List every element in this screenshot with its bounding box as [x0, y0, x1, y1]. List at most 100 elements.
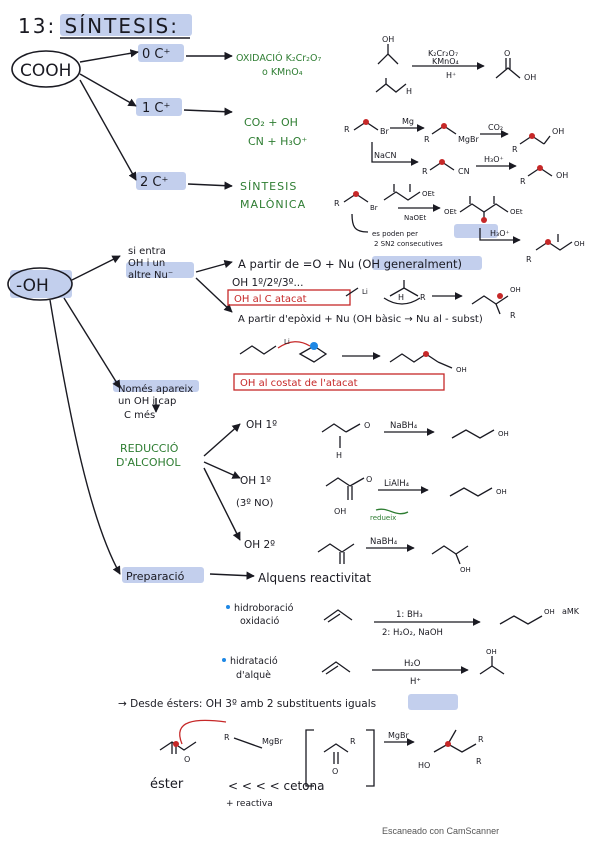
product-r2: R — [476, 757, 482, 766]
reduction-product-oh1: OH — [498, 430, 509, 438]
carbonyl-r2: R — [510, 311, 516, 320]
ester-structures — [159, 719, 477, 787]
side-box — [233, 373, 445, 391]
malonic-h3o: H₃O⁺ — [490, 229, 510, 238]
oxidation-line1: OXIDACIÓ K₂Cr₂O₇ — [236, 52, 321, 64]
grignard-mgbr: MgBr — [458, 135, 479, 144]
malonic-oet3: OEt — [510, 208, 523, 216]
hydration-structures — [321, 656, 505, 675]
oh1-label: OH 1º — [246, 419, 277, 431]
product-ho: HO — [418, 761, 430, 770]
ester-r1: R — [224, 733, 230, 742]
oh2-label: OH 2º — [244, 539, 275, 551]
oxidation-line2: o KMnO₄ — [262, 67, 303, 78]
carbonyl-r1: R — [420, 293, 426, 302]
cooh-label: COOH — [20, 61, 71, 81]
branch-two-c: 2 C⁺ — [140, 175, 168, 190]
hydration-reagent1: H₂O — [404, 659, 421, 669]
oxidation-product-o: O — [504, 49, 510, 58]
hydroboration-product: OH — [544, 608, 555, 616]
reduction-o2: O — [366, 475, 372, 484]
oh-ellipse — [7, 267, 73, 301]
malonic-br: Br — [370, 204, 378, 212]
reduction-o1: O — [364, 421, 370, 430]
malonic-product-r: R — [526, 255, 532, 264]
hydration-line1: hidratació — [230, 656, 278, 667]
malonic-line1: SÍNTESIS — [240, 180, 297, 193]
cooh-branches — [79, 49, 233, 190]
oxidation-product-oh: OH — [524, 73, 536, 82]
hydration-product: OH — [486, 648, 497, 656]
malonic-naoet: NaOEt — [404, 214, 426, 222]
hydroboration-line2: oxidació — [240, 616, 279, 627]
reduction-oh-side: OH — [334, 507, 346, 516]
oh-branch1-line3: altre Nu⁻ — [128, 270, 173, 281]
ester-o1: O — [184, 755, 190, 764]
grignard-r2: R — [424, 135, 430, 144]
oh-attack-box-text: OH al C atacat — [234, 294, 307, 305]
hydroboration-reagent2: 2: H₂O₂, NaOH — [382, 628, 443, 638]
branch-zero-c: 0 C⁺ — [142, 47, 170, 62]
reduced-note: redueix — [370, 514, 396, 522]
malonic-product-oh: OH — [574, 240, 585, 248]
malonic-note-line1: es poden per — [372, 230, 418, 238]
nitrile-h3o: H₃O⁺ — [484, 155, 504, 164]
reduction-h: H — [336, 451, 342, 460]
grignard-br: Br — [380, 127, 389, 136]
nitrile-product-oh: OH — [556, 171, 568, 180]
oh-branch1-line1: si entra — [128, 246, 166, 257]
malonic-structures — [343, 184, 573, 251]
malonic-line2: MALÒNICA — [240, 198, 306, 211]
reduction-structures — [317, 423, 495, 565]
nabh4-reagent-2: NaBH₄ — [370, 537, 398, 547]
preparation-label: Preparació — [126, 570, 185, 583]
cooh-ellipse — [11, 50, 81, 88]
page-title: 13: SÍNTESIS: — [18, 14, 179, 38]
reagent-kmno4: KMnO₄ — [432, 57, 459, 66]
malonic-note-line2: 2 SN2 consecutives — [374, 240, 443, 248]
oh-branch2-line1: Només apareix — [118, 383, 193, 395]
reduction-product-oh3: OH — [460, 566, 471, 574]
reduction-product-oh2: OH — [496, 488, 507, 496]
from-epoxide: A partir d'epòxid + Nu (OH bàsic → Nu al… — [238, 313, 483, 325]
carbonyl-oh: OH — [510, 286, 521, 294]
oh-branches — [49, 255, 255, 580]
carbonyl-h: H — [398, 293, 404, 302]
oxidation-oh: OH — [382, 35, 394, 44]
highlights — [10, 14, 498, 710]
nabh4-reagent-1: NaBH₄ — [390, 421, 418, 431]
oh-label: -OH — [16, 276, 49, 296]
ester-label: éster — [150, 777, 184, 792]
scanner-footer: Escaneado con CamScanner — [382, 826, 500, 836]
lialh4-reagent: LiAlH₄ — [384, 479, 410, 489]
nacn-reagent: NaCN — [374, 151, 396, 160]
one-carbon-line1: CO₂ + OH — [244, 116, 298, 129]
reagent-h-plus: H⁺ — [446, 71, 456, 80]
grignard-co2: CO₂ — [488, 123, 503, 132]
ester-mgbr1: MgBr — [262, 737, 283, 746]
grignard-r3: R — [512, 145, 518, 154]
ketone-o: O — [332, 767, 338, 776]
oh1b-label: OH 1º — [240, 475, 271, 487]
carbonyl-li: Li — [362, 288, 368, 296]
oh-branch2-line2: un OH i cap — [118, 396, 176, 407]
reduction-line2: D'ALCOHOL — [116, 456, 181, 469]
from-carbonyl: A partir de =O + Nu (OH generalment) — [238, 257, 462, 271]
hydroboration-structures — [323, 609, 543, 626]
product-r1: R — [478, 735, 484, 744]
malonic-r: R — [334, 199, 340, 208]
oh-branch1-line2: OH i un — [128, 258, 165, 269]
alkenes-label: Alquens reactivitat — [258, 571, 371, 585]
hydroboration-reagent1: 1: BH₃ — [396, 610, 423, 620]
esters-heading: → Desde ésters: OH 3º amb 2 substituents… — [118, 698, 376, 710]
side-box-text: OH al costat de l'atacat — [240, 378, 358, 389]
carbonyl-attack-structures — [345, 280, 509, 315]
malonic-oet2: OEt — [444, 208, 457, 216]
grignard-oh: OH — [552, 127, 564, 136]
one-carbon-line2: CN + H₃O⁺ — [248, 135, 307, 148]
hydration-reagent2: H⁺ — [410, 677, 421, 687]
oh1b-note: (3º NO) — [236, 498, 274, 509]
malonic-oet1: OEt — [422, 190, 435, 198]
ketone-r: R — [350, 737, 356, 746]
